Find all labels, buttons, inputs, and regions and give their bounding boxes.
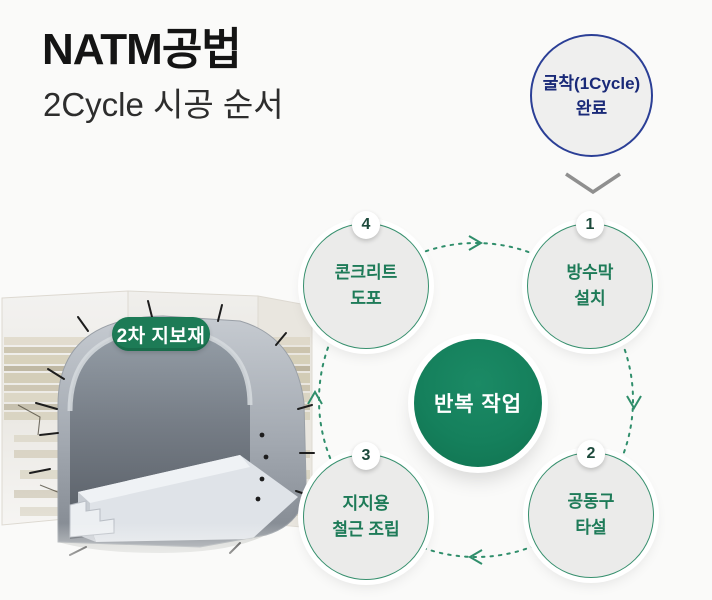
step-1-line1: 방수막 [566,263,614,282]
chevron-down-icon [558,166,628,198]
step-1-line2: 설치 [574,289,606,308]
step-4-number-badge: 4 [352,211,380,239]
flow-arrow-down-icon [626,395,642,410]
cycle-step-3-support-rebar: 3 지지용 철근 조립 [303,442,429,580]
step-1-number-badge: 1 [576,211,604,239]
start-node-line2: 완료 [575,98,608,118]
cycle-step-1-waterproof-membrane: 1 방수막 설치 [527,211,653,349]
flow-arrow-left-icon [468,549,483,565]
tunnel-cutaway-image [0,290,320,577]
illustration-label: 2차 지보재 [112,317,210,351]
step-2-number-badge: 2 [577,440,605,468]
step-2-line1: 공동구 [567,492,615,511]
step-4-line2: 도포 [350,289,382,308]
page-title: NATM공법 [42,25,242,74]
cycle-center-repeat-work: 반복 작업 [414,339,542,467]
step-3-number-badge: 3 [352,442,380,470]
start-node-line1: 굴착(1Cycle) [542,73,641,93]
tunnel-cutaway-illustration [0,285,320,577]
start-node-excavation-complete: 굴착(1Cycle) 완료 [530,34,653,157]
flow-arrow-right-icon [468,235,483,251]
step-3-line2: 철근 조립 [332,520,400,539]
cycle-step-4-concrete-coating: 4 콘크리트 도포 [303,211,429,349]
step-4-line1: 콘크리트 [334,263,398,282]
step-3-line1: 지지용 [342,494,390,513]
cycle-step-2-utility-pour: 2 공동구 타설 [528,440,654,578]
page-subtitle: 2Cycle 시공 순서 [43,86,284,123]
center-node-label: 반복 작업 [433,393,523,416]
step-2-line2: 타설 [575,518,607,537]
